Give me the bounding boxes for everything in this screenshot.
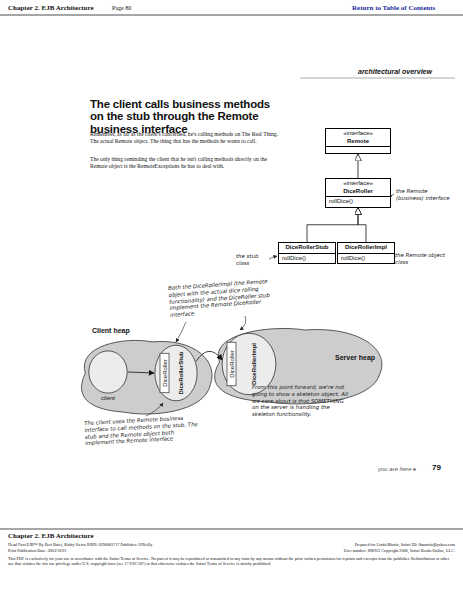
interface-name: DiceRoller (162, 359, 168, 387)
interface-strip (160, 353, 169, 392)
annotation: the Remote object class (395, 252, 455, 266)
body-text: The only thing reminding the client that… (90, 156, 278, 171)
class-name: DiceRollerImpl (341, 244, 391, 252)
page-number: 79 (432, 463, 441, 472)
leader-line (146, 403, 163, 416)
inheritance-arrow (358, 154, 359, 178)
stereotype: «interface» (329, 180, 387, 188)
object-circle (88, 350, 128, 394)
footer-text: Prepared for Linda Martin, Safari ID: lh… (285, 542, 455, 547)
object-outline (89, 351, 127, 393)
page-ref: Page 80 (112, 5, 131, 11)
call-arrow (196, 351, 222, 361)
inheritance-arrow (358, 208, 366, 243)
call-arrow (128, 372, 154, 373)
toc-link: Return to Table of Contents (352, 4, 435, 12)
object-name: client (101, 395, 115, 401)
interface-strip (227, 342, 236, 386)
heap-region: Client heapclientDiceRollerDiceRollerStu… (74, 338, 216, 416)
leader-line (240, 316, 246, 330)
method-name: rollDice() (326, 196, 390, 206)
stub-object: DiceRoller DiceRollerStub (154, 344, 198, 402)
heap-name: Client heap (92, 327, 130, 334)
interface-box: «interface»DiceRollerrollDice() (325, 178, 391, 208)
section-rule (300, 78, 455, 79)
leader-line (390, 256, 394, 258)
interface-name: DiceRoller (229, 350, 235, 378)
annotation: the stub class (236, 253, 270, 267)
interface-box: «interface»Remote (325, 128, 391, 154)
heap-blob (82, 340, 212, 414)
class-box: DiceRollerStubrollDice() (278, 242, 336, 264)
object-circle (154, 344, 198, 402)
annotation: the Remote (business) interface (396, 188, 456, 202)
leader-line (176, 322, 186, 342)
object-name: DiceRollerImpl (251, 343, 257, 385)
class-name: DiceRollerStub (282, 244, 332, 252)
stereotype: «interface» (329, 130, 387, 138)
class-name: Remote (329, 138, 387, 146)
page-footer-note: you are here ▸ (378, 465, 416, 472)
method-name: rollDice() (279, 253, 335, 263)
object-outline (222, 333, 276, 394)
annotation: The client uses the Remote business inte… (84, 414, 199, 447)
footer-text: Print Publication Date: 2003/10/01 (8, 548, 67, 553)
heap-blob (215, 328, 382, 403)
page-title: The client calls business methods on the… (90, 98, 280, 135)
legal-text: This PDF is exclusively for your use in … (8, 556, 455, 567)
header-rule (0, 15, 463, 16)
heap-name: Server heap (335, 354, 375, 361)
empty-compartment (326, 146, 390, 152)
section-tag: architectural overview (358, 68, 432, 75)
footer-rule (0, 529, 463, 530)
class-name: DiceRoller (329, 188, 387, 196)
inheritance-arrow (307, 208, 358, 243)
leader-line (388, 194, 394, 196)
client-object: client (88, 350, 128, 394)
method-name: rollDice() (338, 253, 394, 263)
body-text: Remember, as far as the client's concern… (90, 131, 278, 146)
annotation: Both the DiceRollerImpl (the Remote obje… (168, 277, 282, 318)
object-name: DiceRollerStub (178, 351, 184, 394)
running-header: Chapter 2. EJB Architecture (8, 4, 94, 12)
footer-title: Chapter 2. EJB Architecture (8, 532, 94, 540)
leader-line (269, 256, 277, 259)
footer-text: User number: 896953 Copyright 2008, Safa… (285, 548, 455, 553)
object-outline (155, 345, 197, 401)
annotation: From this point forward, we're not going… (252, 384, 350, 418)
class-box: DiceRollerImplrollDice() (337, 242, 395, 264)
footer-text: Head First EJB™ By Bert Bates, Kathy Sie… (8, 542, 278, 547)
